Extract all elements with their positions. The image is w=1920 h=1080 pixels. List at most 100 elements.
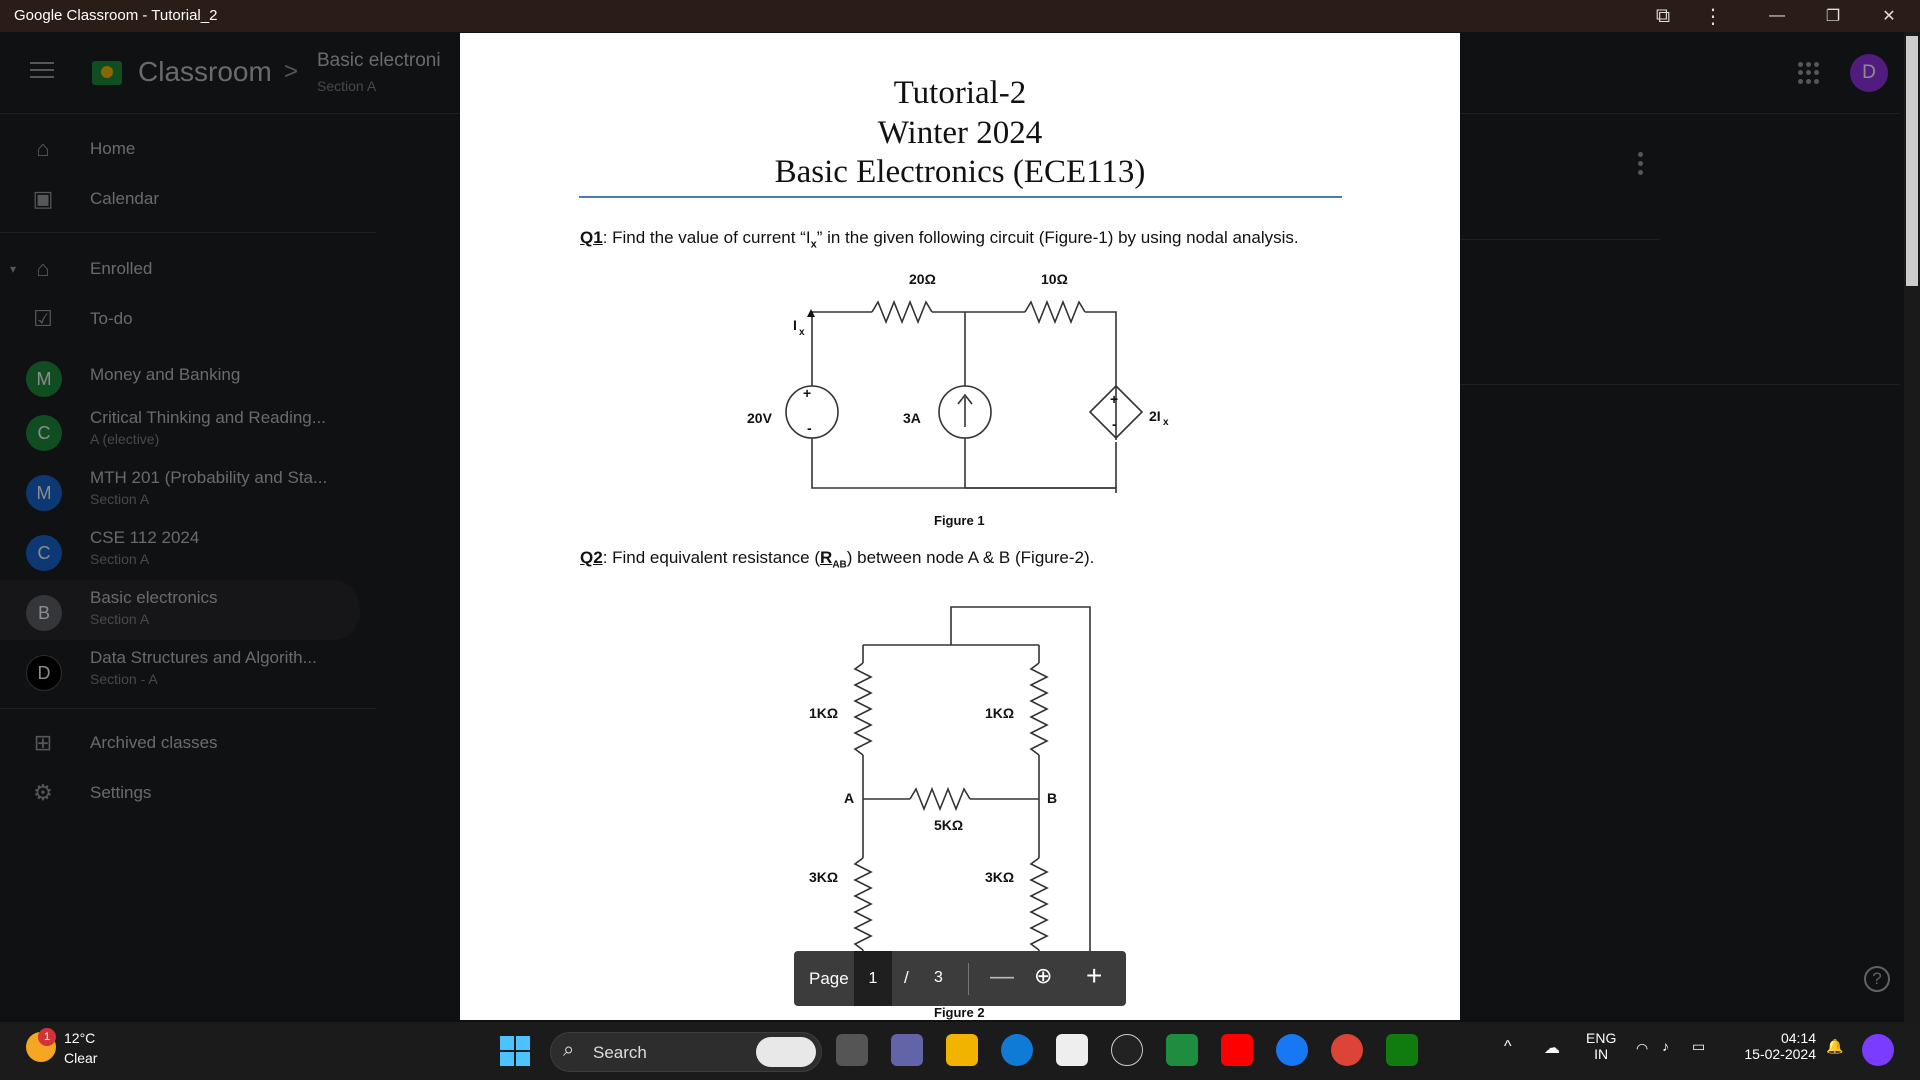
chevron-right-icon: > — [284, 58, 299, 85]
question-label: Q1 — [580, 228, 603, 247]
edge-icon[interactable] — [1001, 1034, 1033, 1066]
store-icon[interactable] — [1056, 1034, 1088, 1066]
facebook-icon[interactable] — [1276, 1034, 1308, 1066]
window-title: Google Classroom - Tutorial_2 — [14, 7, 218, 24]
label-ix: I — [793, 317, 797, 333]
zoom-in-button[interactable]: + — [1086, 960, 1103, 991]
doc-term: Winter 2024 — [877, 115, 1043, 151]
sidebar-item-class-3[interactable]: C CSE 112 2024 Section A — [0, 520, 376, 580]
doc-course: Basic Electronics (ECE113) — [774, 154, 1146, 190]
more-vert-icon[interactable] — [1638, 152, 1644, 179]
page-separator: / — [904, 968, 909, 987]
class-section: Section A — [90, 611, 150, 627]
resistor-3k-left — [853, 857, 873, 951]
chrome-icon[interactable] — [1331, 1034, 1363, 1066]
bell-icon[interactable]: 🔔 — [1826, 1038, 1844, 1054]
search-label: Search — [593, 1043, 647, 1062]
breadcrumb-section: Section A — [317, 78, 377, 94]
search-icon: ⌕ — [563, 1039, 575, 1061]
resistor-1k-right — [1029, 662, 1049, 756]
volume-icon[interactable]: ♪ — [1662, 1038, 1669, 1054]
minimize-button[interactable]: — — [1769, 7, 1785, 24]
sidebar-item-archived[interactable]: ⊞ Archived classes — [0, 718, 376, 768]
sidebar-item-calendar[interactable]: ▣ Calendar — [0, 174, 376, 224]
label-r-bl: 3KΩ — [809, 869, 838, 885]
avatar[interactable]: D — [1850, 54, 1888, 92]
divider — [0, 708, 376, 709]
wifi-icon[interactable]: ◠ — [1636, 1040, 1649, 1056]
classroom-logo-icon[interactable] — [92, 61, 122, 85]
chevron-up-icon[interactable]: ^ — [1504, 1038, 1512, 1055]
sidebar-item-label: Calendar — [90, 189, 159, 208]
node-a: A — [844, 790, 854, 806]
zoom-icon[interactable]: ⊕ — [1034, 963, 1053, 988]
more-icon[interactable]: ⋮ — [1703, 5, 1723, 28]
task-view-icon[interactable] — [836, 1034, 868, 1066]
class-name: MTH 201 (Probability and Sta... — [90, 468, 328, 487]
node-b: B — [1047, 790, 1057, 806]
xbox-icon[interactable] — [1386, 1034, 1418, 1066]
classroom-taskbar-icon[interactable] — [1166, 1034, 1198, 1066]
school-icon: ⌂ — [36, 256, 50, 281]
current-source — [938, 385, 992, 439]
youtube-icon[interactable] — [1221, 1034, 1253, 1066]
sidebar-item-class-2[interactable]: M MTH 201 (Probability and Sta... Sectio… — [0, 460, 376, 520]
scrollbar-thumb[interactable] — [1906, 36, 1918, 286]
sidebar-item-class-5[interactable]: D Data Structures and Algorith... Sectio… — [0, 640, 376, 700]
label-voltage: 20V — [747, 410, 773, 426]
restore-button[interactable]: ❐ — [1825, 8, 1841, 25]
sidebar: ⌂ Home ▣ Calendar ▾ ⌂ Enrolled ☑ To-do M… — [0, 114, 376, 1022]
copilot-taskbar-icon[interactable] — [1862, 1034, 1894, 1066]
class-avatar: C — [26, 535, 62, 571]
sidebar-item-class-4[interactable]: B Basic electronics Section A — [0, 580, 360, 640]
dependent-source — [1088, 384, 1144, 440]
extension-icon[interactable]: ⧉ — [1655, 4, 1671, 27]
voltage-source — [785, 385, 839, 439]
divider — [968, 963, 969, 995]
google-apps-icon[interactable] — [1798, 62, 1820, 84]
breadcrumb-class[interactable]: Basic electroni — [317, 50, 441, 71]
page-number-input[interactable]: 1 — [854, 951, 892, 1006]
label-dependent: 2I — [1149, 408, 1161, 424]
menu-icon[interactable] — [30, 62, 54, 83]
wire — [811, 438, 1117, 493]
file-explorer-icon[interactable] — [946, 1034, 978, 1066]
close-button[interactable]: ✕ — [1882, 8, 1896, 25]
zoom-out-button[interactable]: — — [990, 963, 1014, 990]
scrollbar[interactable] — [1904, 32, 1920, 1022]
class-section: Section A — [90, 551, 150, 567]
label-r-tl: 1KΩ — [809, 705, 838, 721]
sidebar-item-todo[interactable]: ☑ To-do — [0, 294, 376, 344]
sidebar-item-class-0[interactable]: M Money and Banking — [0, 350, 376, 400]
dell-icon[interactable] — [1111, 1034, 1143, 1066]
sidebar-item-home[interactable]: ⌂ Home — [0, 124, 376, 174]
weather-temp[interactable]: 12°C — [64, 1030, 96, 1046]
sidebar-item-settings[interactable]: ⚙ Settings — [0, 768, 376, 818]
figure-1-circuit: 20Ω 10Ω I x 20V + - 3A + - 2I x Figure 1 — [747, 271, 1169, 528]
onedrive-icon[interactable]: ☁ — [1544, 1040, 1560, 1057]
windows-start-icon[interactable] — [500, 1036, 530, 1066]
figure-2-circuit: 1KΩ 1KΩ A B 5KΩ 3KΩ 3KΩ Figure 2 — [809, 606, 1091, 1020]
brand-name[interactable]: Classroom — [138, 56, 272, 87]
question-text: : Find equivalent resistance ( — [602, 548, 821, 567]
class-name: Basic electronics — [90, 588, 218, 607]
battery-icon[interactable]: ▭ — [1692, 1038, 1706, 1054]
doc-title: Tutorial-2 — [893, 75, 1027, 111]
class-section: Section - A — [90, 671, 158, 687]
todo-icon: ☑ — [33, 306, 53, 331]
taskbar-search[interactable]: ⌕ Search — [550, 1032, 822, 1072]
help-icon[interactable]: ? — [1864, 966, 1890, 992]
sidebar-item-enrolled[interactable]: ▾ ⌂ Enrolled — [0, 244, 376, 294]
copilot-icon[interactable] — [756, 1037, 816, 1067]
class-section: A (elective) — [90, 431, 160, 447]
class-name: Data Structures and Algorith... — [90, 648, 317, 667]
divider — [1460, 239, 1660, 240]
wire — [950, 606, 1091, 953]
teams-icon[interactable] — [891, 1034, 923, 1066]
arrow — [957, 393, 973, 405]
class-avatar: C — [26, 415, 62, 451]
sidebar-item-class-1[interactable]: C Critical Thinking and Reading... A (el… — [0, 400, 376, 460]
weather-condition[interactable]: Clear — [64, 1050, 98, 1066]
